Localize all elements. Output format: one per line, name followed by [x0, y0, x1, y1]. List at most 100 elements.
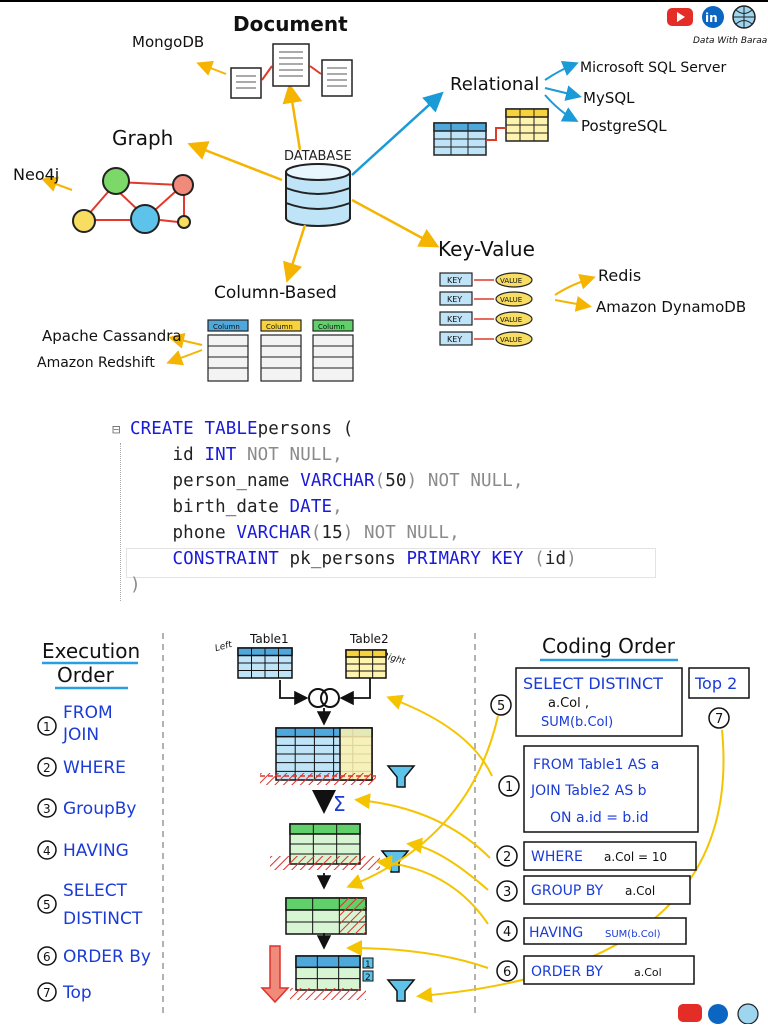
select-box [515, 667, 683, 737]
step-label-2: JOIN [62, 725, 99, 745]
group-kw: GROUP BY [531, 883, 604, 899]
code-line: CREATE TABLEpersons ( [130, 419, 353, 439]
code-token: ( [374, 471, 386, 491]
keyvalue-title: Key-Value [438, 237, 535, 261]
select-line-1: SELECT DISTINCT [523, 674, 663, 693]
svg-text:in: in [705, 11, 718, 25]
dropped-columns [340, 898, 366, 934]
step-number: 1 [43, 720, 51, 734]
youtube-icon[interactable] [667, 8, 693, 26]
linkedin-icon[interactable]: in [702, 6, 724, 28]
table1-grid [237, 647, 293, 679]
sigma-symbol: Σ [333, 792, 346, 816]
sqlserver-label: Microsoft SQL Server [580, 60, 726, 76]
database-cylinder-icon [285, 163, 351, 227]
step-label: WHERE [63, 758, 126, 778]
keyvalue-pair: KEY VALUE [439, 311, 533, 327]
coding-step-number: 2 [503, 850, 511, 865]
collapse-icon[interactable]: ⊟ [112, 422, 121, 438]
from-box [523, 745, 699, 833]
column-store: Column [312, 319, 354, 382]
step-number: 6 [43, 950, 51, 964]
rank-2-text: 2 [365, 973, 371, 983]
order-kw: ORDER BY [531, 964, 603, 980]
code-token: ) NOT NULL, [342, 523, 460, 543]
filter-funnel-icon [386, 765, 416, 788]
database-map-svg: DATABASE Document MongoDB Graph Neo4j Re… [0, 0, 768, 382]
code-token: ) [130, 575, 141, 595]
exec-title-2: Order [57, 663, 115, 687]
code-token: VARCHAR [236, 523, 311, 543]
key-label: KEY [447, 315, 462, 324]
code-token: pk_persons [278, 549, 407, 569]
code-token: id [544, 549, 567, 569]
top-cut-rows [290, 988, 366, 1000]
rank-1-text: 1 [365, 960, 371, 970]
code-line: person_name VARCHAR(50) NOT NULL, [130, 471, 524, 491]
step-number: 7 [43, 986, 51, 1000]
having-value: SUM(b.Col) [605, 929, 661, 940]
code-line: birth_date DATE, [130, 497, 343, 517]
code-token: CONSTRAINT [172, 549, 279, 569]
code-token: NOT NULL, [236, 445, 343, 465]
code-line: ) [130, 575, 141, 595]
group-box [523, 875, 691, 905]
youtube-icon[interactable] [678, 1004, 702, 1022]
neo4j-label: Neo4j [13, 165, 59, 184]
brand-text: Data With Baraa [693, 36, 767, 46]
top-box [688, 667, 750, 699]
table2-grid [345, 649, 387, 679]
database-label: DATABASE [284, 149, 352, 164]
coding-step-badge: 5 [490, 694, 512, 716]
relational-tables-icon [433, 108, 549, 156]
top-text: Top 2 [694, 674, 737, 693]
postgresql-label: PostgreSQL [581, 117, 667, 135]
code-token: 15 [321, 523, 343, 543]
coding-step-badge: 1 [498, 775, 520, 797]
column-label: Column [266, 323, 293, 331]
table-grids [237, 647, 387, 1000]
rank-1-badge [362, 957, 374, 969]
step-number: 5 [43, 898, 51, 912]
value-label: VALUE [500, 316, 522, 324]
execution-step: 6 ORDER By [37, 946, 151, 967]
document-title: Document [233, 12, 348, 36]
step-label: SELECT [63, 881, 128, 901]
group-value: a.Col [625, 884, 655, 898]
value-label: VALUE [500, 296, 522, 304]
filtered-rows [260, 773, 376, 785]
ordered-grid [295, 955, 361, 991]
document-pages-icon [230, 43, 353, 99]
dynamodb-label: Amazon DynamoDB [596, 298, 746, 316]
key-label: KEY [447, 295, 462, 304]
code-token: DATE [289, 497, 333, 517]
coding-step-number: 1 [505, 780, 513, 795]
left-label: Left [214, 640, 234, 654]
globe-icon[interactable] [737, 1003, 759, 1025]
table2-label: Table2 [349, 632, 389, 646]
coding-step-badge: 4 [496, 920, 518, 942]
code-token: VARCHAR [300, 471, 375, 491]
globe-icon[interactable] [732, 5, 756, 29]
order-box [523, 955, 695, 985]
code-line: CONSTRAINT pk_persons PRIMARY KEY (id) [130, 549, 577, 569]
sort-down-arrow-icon [260, 945, 290, 1004]
linkedin-icon[interactable] [708, 1004, 728, 1024]
redis-label: Redis [598, 266, 641, 285]
step-label: ORDER By [63, 947, 151, 967]
step-label: FROM [63, 703, 113, 723]
coding-step-badge: 6 [496, 960, 518, 982]
from-line-3: ON a.id = b.id [550, 810, 649, 826]
select-line-3: SUM(b.Col) [541, 715, 613, 730]
code-token: CREATE TABLE [130, 419, 258, 439]
from-line-2: JOIN Table2 AS b [530, 783, 647, 799]
code-token: , [332, 497, 343, 517]
code-token: person_name [130, 471, 301, 491]
